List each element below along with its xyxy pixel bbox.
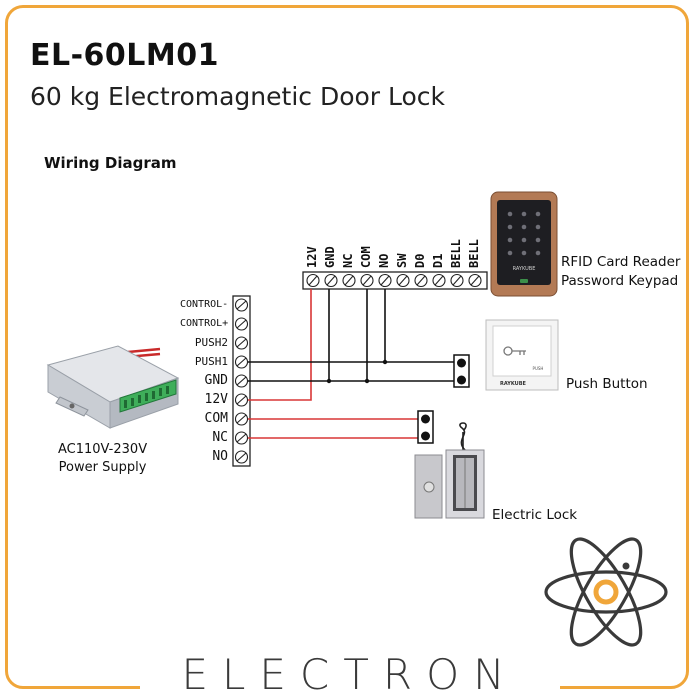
reader-terminal-no: NO [377, 253, 391, 268]
ps-terminal-no: NO [212, 449, 228, 464]
reader-brand: RAYKUBE [513, 266, 536, 272]
junction-dots [326, 359, 388, 384]
ps-terminal-push1: PUSH1 [194, 355, 228, 368]
lock-connector [417, 410, 434, 444]
rfid-reader-image: RAYKUBE [490, 191, 558, 297]
push-button-label: Push Button [566, 376, 648, 392]
electric-lock-label: Electric Lock [492, 507, 578, 523]
power-supply-label-line1: AC110V-230V [58, 442, 148, 457]
power-supply-label: AC110V-230V Power Supply [58, 441, 147, 477]
reader-label-line1: RFID Card Reader [561, 254, 681, 270]
reader-terminal-sw: SW [395, 253, 409, 268]
push-button-image: PUSH RAYKUBE [485, 319, 559, 391]
ps-terminal-control-plus: CONTROL+ [180, 318, 229, 329]
wiring-diagram-heading: Wiring Diagram [44, 154, 177, 172]
electric-lock-image [414, 422, 485, 519]
brand-wordmark: ELECTRON [181, 650, 519, 699]
wires [248, 289, 458, 439]
reader-terminal-block [302, 271, 488, 290]
ps-terminal-12v: 12V [204, 392, 228, 407]
reader-terminal-gnd: GND [323, 246, 337, 268]
power-supply-label-line2: Power Supply [58, 460, 147, 475]
page-subtitle: 60 kg Electromagnetic Door Lock [30, 82, 446, 111]
ps-terminal-com: COM [204, 411, 228, 426]
ps-terminal-control-minus: CONTROL- [180, 299, 229, 310]
ps-terminal-nc: NC [212, 430, 228, 445]
reader-terminal-d0: D0 [413, 253, 427, 268]
ps-terminal-gnd: GND [204, 373, 228, 388]
reader-terminal-bell-2: BELL [467, 239, 481, 268]
reader-terminal-com: COM [359, 246, 373, 268]
reader-terminal-d1: D1 [431, 253, 445, 268]
push-plate-text: PUSH [533, 366, 544, 371]
atom-logo [544, 537, 668, 647]
brand-backdrop [140, 652, 560, 700]
reader-terminal-nc: NC [341, 253, 355, 268]
reader-terminal-bell-1: BELL [449, 239, 463, 268]
power-supply-terminal-block [232, 295, 251, 467]
reader-label-line2: Password Keypad [561, 273, 679, 289]
ps-terminal-push2: PUSH2 [194, 336, 228, 349]
push-button-connector [453, 354, 470, 388]
reader-terminal-12v: 12V [305, 246, 319, 268]
push-button-brand: RAYKUBE [500, 381, 527, 387]
power-supply-image [46, 345, 180, 429]
page-title: EL-60LM01 [30, 38, 220, 73]
